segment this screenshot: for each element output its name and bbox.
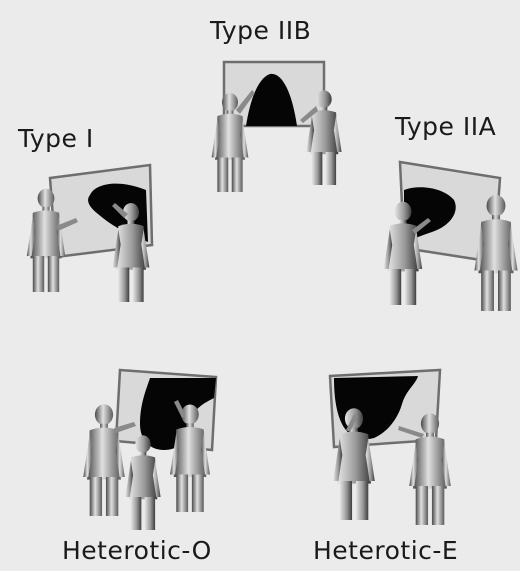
label-heterotic-e: Heterotic-E bbox=[313, 536, 459, 565]
figure-person bbox=[170, 400, 210, 512]
figure-person bbox=[125, 435, 161, 530]
figure-person bbox=[383, 201, 431, 305]
panel-heterotic-o bbox=[83, 368, 218, 530]
figure-person bbox=[112, 203, 150, 302]
label-type-iia: Type IIA bbox=[395, 112, 497, 141]
panel-type-i bbox=[26, 163, 154, 302]
label-type-iib: Type IIB bbox=[210, 16, 312, 45]
dark-shape bbox=[246, 73, 297, 126]
panel-type-iib bbox=[211, 60, 342, 192]
figure-person bbox=[398, 413, 451, 525]
figure-person bbox=[26, 188, 78, 292]
figure-person bbox=[300, 90, 342, 185]
figure-person bbox=[211, 90, 255, 192]
panel-type-iia bbox=[383, 160, 518, 311]
panel-heterotic-e bbox=[328, 368, 451, 525]
label-heterotic-o: Heterotic-O bbox=[62, 536, 212, 565]
figure-person bbox=[83, 404, 136, 516]
dark-shape bbox=[140, 378, 216, 450]
label-type-i: Type I bbox=[18, 124, 94, 153]
figure-person bbox=[333, 408, 375, 520]
